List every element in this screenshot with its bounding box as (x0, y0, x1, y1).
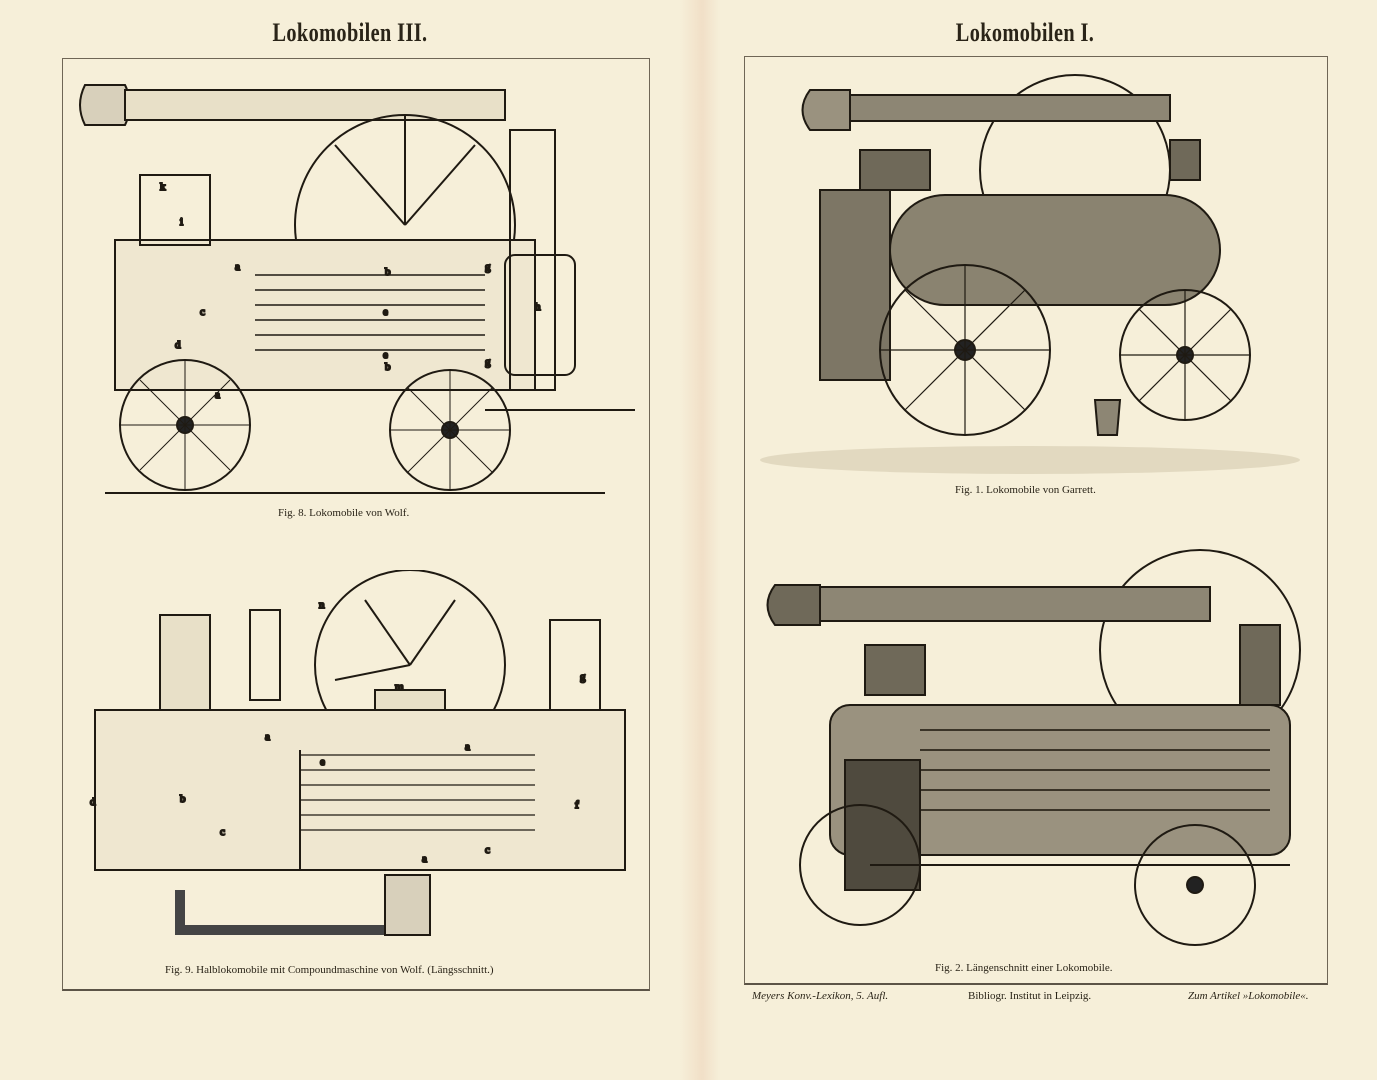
svg-text:c: c (485, 844, 490, 856)
svg-text:a: a (465, 741, 470, 753)
fig1-illustration (760, 74, 1300, 474)
fig2-caption: Fig. 2. Längenschnitt einer Lokomobile. (935, 962, 1113, 974)
fig9-illustration: n m g a a e b f c a c d (89, 570, 626, 936)
svg-text:g: g (485, 356, 491, 368)
svg-text:c: c (200, 306, 205, 318)
svg-text:b: b (385, 266, 391, 278)
svg-text:g: g (580, 671, 586, 683)
left-plate-frame (62, 58, 650, 991)
fig8-illustration: k i a b g c e h d e b g a (79, 84, 635, 494)
svg-text:a: a (265, 731, 270, 743)
svg-text:a: a (215, 389, 220, 401)
footer-article-ref: Zum Artikel »Lokomobile«. (1188, 990, 1309, 1002)
footer-publication: Meyers Konv.-Lexikon, 5. Aufl. (752, 990, 889, 1002)
svg-text:h: h (535, 301, 541, 313)
svg-text:d: d (90, 796, 96, 808)
page-gutter (680, 0, 720, 1080)
fig8-caption: Fig. 8. Lokomobile von Wolf. (278, 507, 410, 519)
fig9-caption: Fig. 9. Halblokomobile mit Compoundmasch… (165, 964, 494, 976)
svg-text:c: c (220, 826, 225, 838)
svg-text:e: e (320, 756, 325, 768)
svg-text:n: n (319, 599, 325, 611)
left-page-title: Lokomobilen III. (272, 18, 428, 47)
svg-text:m: m (395, 681, 404, 693)
svg-text:e: e (383, 306, 388, 318)
fig2-illustration (766, 549, 1301, 946)
fig1-caption: Fig. 1. Lokomobile von Garrett. (955, 484, 1096, 496)
footer-publisher: Bibliogr. Institut in Leipzig. (968, 990, 1092, 1002)
right-page-title: Lokomobilen I. (955, 18, 1095, 47)
svg-text:a: a (235, 261, 240, 273)
svg-text:k: k (160, 181, 166, 193)
svg-text:b: b (180, 793, 186, 805)
svg-text:g: g (485, 261, 491, 273)
svg-text:i: i (180, 216, 183, 228)
svg-text:a: a (422, 853, 427, 865)
right-plate-frame (744, 56, 1328, 985)
svg-text:f: f (575, 799, 579, 811)
svg-text:b: b (385, 361, 391, 373)
svg-text:d: d (175, 339, 181, 351)
svg-text:e: e (383, 349, 388, 361)
